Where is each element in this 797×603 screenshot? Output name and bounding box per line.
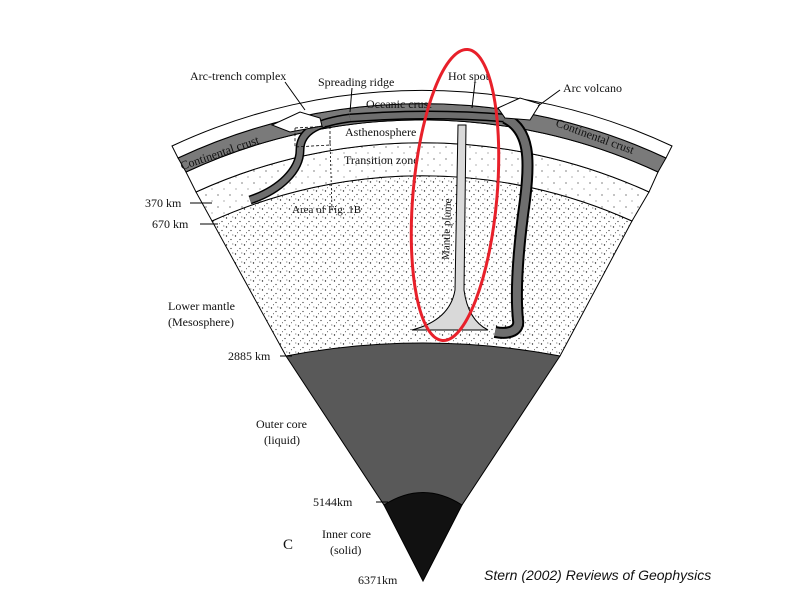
- arrow-arc-trench: [284, 81, 306, 111]
- plume-highlight-ellipse: [409, 48, 501, 342]
- dashed-box: [294, 125, 331, 148]
- label-2885km: 2885 km: [228, 349, 271, 363]
- label-6371km: 6371km: [358, 573, 398, 587]
- label-arc-trench-complex: Arc-trench complex: [190, 69, 286, 83]
- label-panel-letter: C: [283, 537, 293, 553]
- label-area-of-fig: Area of Fig. 1B: [292, 204, 361, 216]
- label-670km: 670 km: [152, 217, 189, 231]
- arc-trench-complex-shape: [270, 111, 323, 133]
- label-outer-core-state: (liquid): [264, 433, 300, 447]
- arrow-hot-spot: [471, 81, 476, 109]
- label-lower-mantle: Lower mantle: [168, 299, 235, 313]
- label-asthenosphere: Asthenosphere: [345, 125, 416, 139]
- arc-volcano-shape: [497, 97, 541, 121]
- label-arc-volcano: Arc volcano: [563, 81, 622, 95]
- label-5144km: 5144km: [313, 495, 353, 509]
- label-transition-zone: Transition zone: [344, 153, 419, 167]
- label-outer-core: Outer core: [256, 417, 307, 431]
- subducting-slab-right-fill: [494, 114, 532, 337]
- label-oceanic-crust: Oceanic crust: [366, 97, 432, 111]
- mantle-plume: [411, 124, 489, 331]
- arrow-arc-volcano: [537, 89, 561, 107]
- label-mantle-plume: Mantle plume: [440, 198, 454, 260]
- figure-credit: Stern (2002) Reviews of Geophysics: [484, 567, 711, 583]
- arrow-spreading-ridge: [349, 87, 353, 113]
- inner-core: [383, 492, 463, 583]
- label-mesosphere: (Mesosphere): [168, 315, 234, 329]
- crust-band: [171, 89, 673, 159]
- label-inner-core-state: (solid): [330, 543, 361, 557]
- label-spreading-ridge: Spreading ridge: [318, 75, 394, 89]
- outer-core: [285, 342, 561, 506]
- oceanic-plate-fill: [349, 112, 506, 121]
- label-hot-spot: Hot spot: [448, 69, 490, 83]
- label-inner-core: Inner core: [322, 527, 371, 541]
- label-370km: 370 km: [145, 196, 182, 210]
- subducting-slab-left-fill: [249, 115, 351, 203]
